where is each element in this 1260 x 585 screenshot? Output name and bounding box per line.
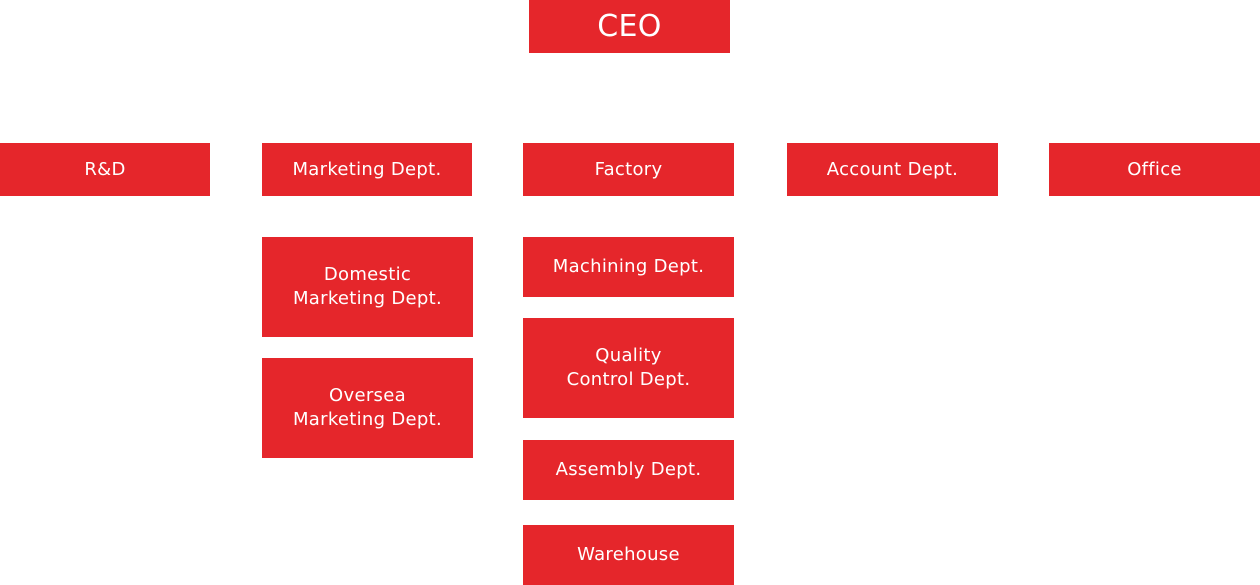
node-oversea-marketing-dept: Oversea Marketing Dept. xyxy=(262,358,473,458)
node-office-label: Office xyxy=(1127,158,1182,180)
node-oversea-marketing-dept-label: Oversea Marketing Dept. xyxy=(292,385,443,430)
node-factory-label: Factory xyxy=(594,158,663,180)
node-factory: Factory xyxy=(523,143,734,196)
node-rnd-label: R&D xyxy=(84,158,126,180)
node-marketing-dept: Marketing Dept. xyxy=(262,143,472,196)
node-quality-control-dept-label: Quality Control Dept. xyxy=(566,345,691,390)
node-assembly-dept-label: Assembly Dept. xyxy=(555,459,702,480)
node-warehouse-label: Warehouse xyxy=(577,544,680,565)
node-assembly-dept: Assembly Dept. xyxy=(523,440,734,500)
node-domestic-marketing-dept-label: Domestic Marketing Dept. xyxy=(292,264,443,309)
node-machining-dept-label: Machining Dept. xyxy=(552,256,705,277)
node-rnd: R&D xyxy=(0,143,210,196)
node-quality-control-dept: Quality Control Dept. xyxy=(523,318,734,418)
node-ceo: CEO xyxy=(529,0,730,53)
node-ceo-label: CEO xyxy=(597,8,662,44)
node-office: Office xyxy=(1049,143,1260,196)
node-account-dept-label: Account Dept. xyxy=(826,158,959,180)
node-marketing-dept-label: Marketing Dept. xyxy=(292,158,442,180)
node-machining-dept: Machining Dept. xyxy=(523,237,734,297)
node-account-dept: Account Dept. xyxy=(787,143,998,196)
node-warehouse: Warehouse xyxy=(523,525,734,585)
node-domestic-marketing-dept: Domestic Marketing Dept. xyxy=(262,237,473,337)
